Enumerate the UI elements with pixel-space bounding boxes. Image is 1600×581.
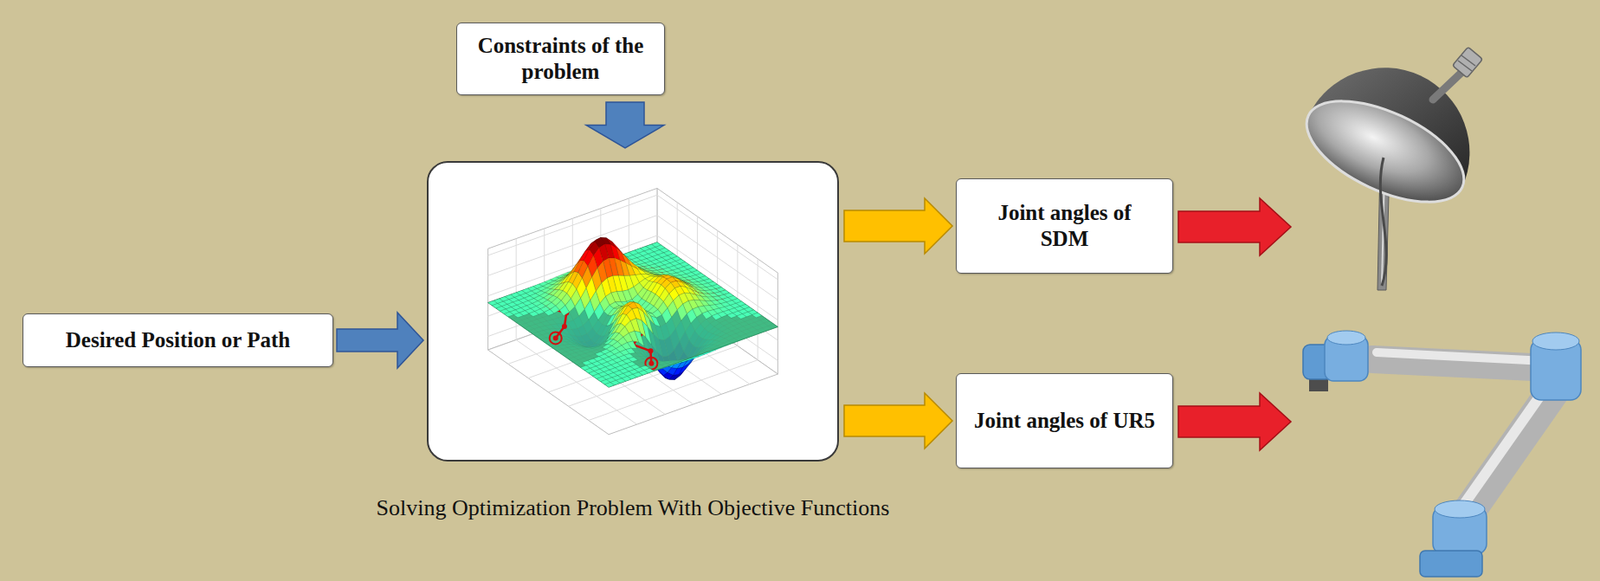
- block-arrow: [586, 102, 665, 149]
- ur5-joint-cap: [1327, 330, 1366, 345]
- plot-axes: [488, 187, 779, 434]
- block-arrow: [844, 393, 953, 449]
- surface-patch: [604, 382, 614, 388]
- surface-patch: [752, 312, 762, 318]
- path-point: [553, 335, 559, 341]
- surface-patch: [661, 308, 671, 324]
- constraint-box: Constraints of the problem: [456, 22, 665, 96]
- grid-line: [657, 215, 778, 301]
- grid-line: [657, 235, 778, 321]
- surface-patch: [686, 309, 697, 323]
- path-point: [647, 348, 653, 354]
- ur5-link: [1463, 389, 1555, 520]
- sdm-gear: [1452, 46, 1484, 78]
- surface: [488, 237, 762, 388]
- grid-line: [488, 255, 658, 317]
- surface-plot: [428, 162, 838, 460]
- surface-patch: [513, 312, 523, 318]
- surface-patch: [544, 309, 555, 316]
- grid-line: [488, 194, 658, 256]
- ur5-link-highlight: [1376, 352, 1546, 362]
- sdm-screw: [1432, 69, 1465, 100]
- sdm-gear-tooth: [1458, 60, 1472, 71]
- input-box: Desired Position or Path: [22, 313, 334, 368]
- search-path: [636, 266, 719, 295]
- box-label: Constraints of the problem: [472, 32, 649, 85]
- block-arrow: [844, 198, 953, 254]
- ur5-link-highlight: [1456, 387, 1547, 516]
- ur5-base: [1419, 550, 1483, 577]
- path-point: [648, 361, 654, 367]
- optimization-plot: Solving Optimization Problem With Object…: [426, 161, 839, 522]
- search-paths: [543, 264, 726, 370]
- zero-plane: [488, 242, 779, 388]
- box-label: Desired Position or Path: [65, 327, 291, 354]
- path-endpoint: [549, 331, 562, 344]
- path-point: [561, 323, 568, 330]
- ur5-joint-cap: [1434, 500, 1485, 518]
- surface-patch: [559, 305, 569, 317]
- output-box: Joint angles of UR5: [955, 373, 1174, 469]
- grid-line: [657, 194, 778, 280]
- sdm-cable: [1380, 157, 1387, 286]
- red-arrow: [1178, 393, 1291, 451]
- surface-patch: [574, 297, 585, 316]
- block-arrow: [336, 312, 424, 368]
- surface-patch: [503, 311, 514, 317]
- surface-patch: [711, 313, 722, 320]
- surface-patch: [702, 310, 712, 319]
- grid-line: [488, 215, 658, 277]
- surface-patch: [727, 312, 737, 318]
- caption-row: Solving Optimization Problem With Object…: [426, 494, 839, 522]
- plot-frame: [426, 161, 839, 462]
- output-box: Joint angles of SDM: [955, 178, 1174, 274]
- surface-patch: [677, 303, 687, 321]
- caption-text: Solving Optimization Problem With Object…: [376, 494, 891, 522]
- red-arrow: [1178, 198, 1291, 256]
- surface-patch: [736, 314, 747, 320]
- box-label: Joint angles of UR5: [974, 407, 1155, 434]
- grid-line: [757, 258, 759, 361]
- sdm-bowl: [1291, 80, 1479, 223]
- surface-patch: [593, 303, 604, 320]
- surface-patch: [529, 311, 539, 317]
- surface-patch: [584, 300, 594, 320]
- grid-line: [516, 238, 517, 341]
- box-label: Joint angles of SDM: [972, 200, 1157, 252]
- ur5-joint-cap: [1532, 332, 1580, 350]
